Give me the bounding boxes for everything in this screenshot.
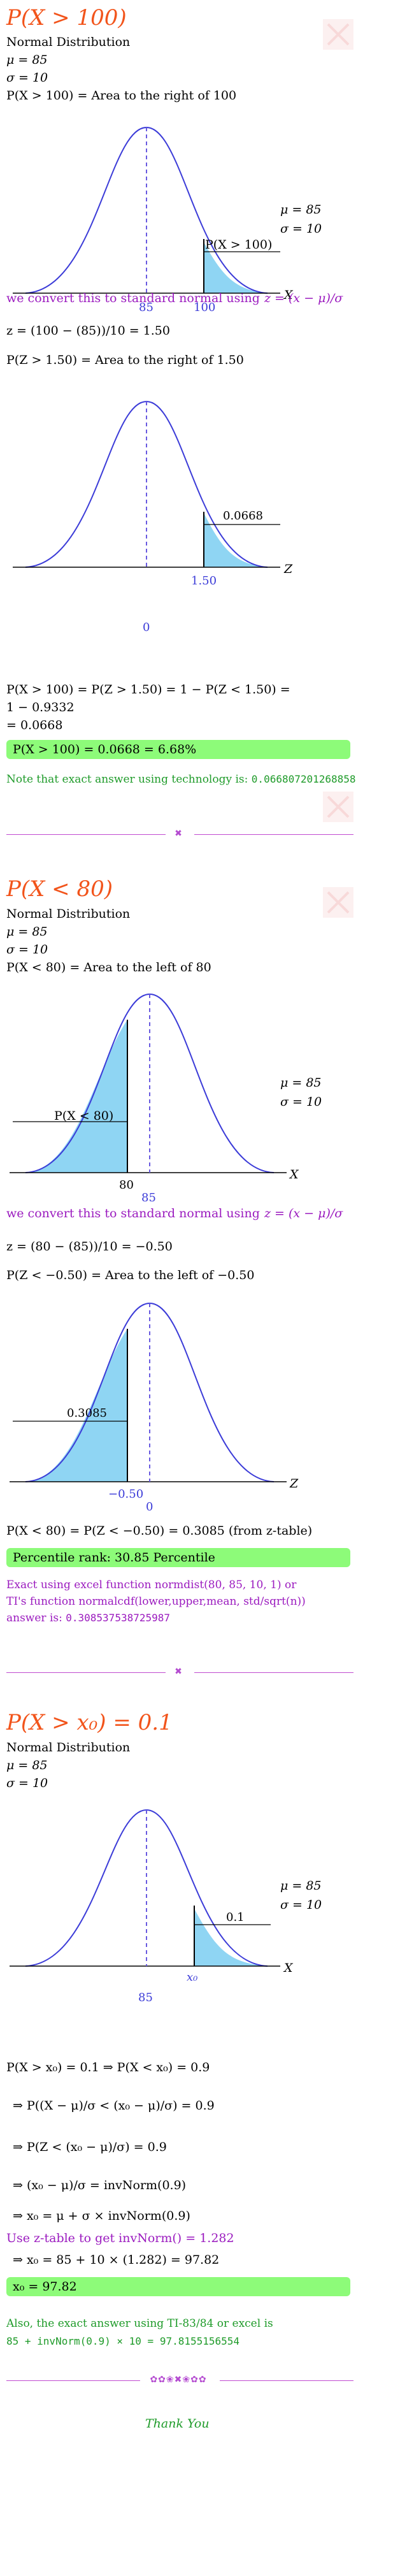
axis-label: Z bbox=[283, 562, 293, 576]
fig-mu: μ = 85 bbox=[280, 1879, 322, 1893]
excel-note-prefix: answer is: bbox=[6, 1612, 62, 1624]
z-computation: z = (100 − (85))/10 = 1.50 bbox=[6, 324, 170, 338]
dist-label: Normal Distribution bbox=[6, 35, 131, 49]
area-label: 0.1 bbox=[226, 1911, 245, 1924]
z-computation: z = (80 − (85))/10 = −0.50 bbox=[6, 1240, 173, 1254]
area-label: P(X < 80) bbox=[54, 1109, 113, 1123]
excel-note-line3: answer is: 0.308537538725987 bbox=[6, 1610, 170, 1626]
tick-mean: 85 bbox=[138, 1991, 153, 2004]
divider-right bbox=[194, 834, 353, 835]
fig-sigma: σ = 10 bbox=[280, 222, 322, 236]
mu-label: μ = 85 bbox=[6, 53, 48, 67]
tick-x0: x₀ bbox=[187, 1971, 197, 1984]
fig-sigma: σ = 10 bbox=[280, 1898, 322, 1912]
standard-normal-figure-2: 0.3085 −0.50 0 Z bbox=[10, 1302, 299, 1514]
calc-line-1: P(X > 100) = P(Z > 1.50) = 1 − P(Z < 1.5… bbox=[6, 683, 290, 697]
tick-mean: 85 bbox=[141, 1191, 156, 1205]
also-line-2: 85 + invNorm(0.9) × 10 = 97.8155156554 bbox=[6, 2335, 240, 2347]
normal-curve-figure-3: 0.1 μ = 85 σ = 10 85 x₀ X bbox=[10, 1809, 322, 2004]
axis-label: Z bbox=[289, 1477, 299, 1491]
axis-label: X bbox=[283, 1961, 294, 1975]
watermark-logo bbox=[323, 792, 353, 822]
tech-note-value: 0.066807201268858 bbox=[251, 773, 356, 785]
excel-note-line1: Exact using excel function normdist(80, … bbox=[6, 1579, 297, 1591]
calc-line-1: P(X < 80) = P(Z < −0.50) = 0.3085 (from … bbox=[6, 1524, 313, 1538]
area-label: P(X > 100) bbox=[205, 238, 272, 252]
z-formula: z = (x − μ)/σ bbox=[264, 291, 343, 305]
thank-you: Thank You bbox=[145, 2417, 210, 2431]
z-formula: z = (x − μ)/σ bbox=[264, 1206, 343, 1220]
ornament-icon: ✿✿❀✖❀✿✿ bbox=[150, 2375, 207, 2385]
excel-note-line2: TI's function normalcdf(lower,upper,mean… bbox=[6, 1595, 306, 1608]
fig-mu: μ = 85 bbox=[280, 1076, 322, 1090]
step-3: ⇒ P(Z < (x₀ − μ)/σ) = 0.9 bbox=[13, 2140, 167, 2154]
divider-left bbox=[6, 2380, 140, 2381]
section3-title: P(X > x₀) = 0.1 bbox=[6, 1710, 173, 1735]
calc-line-3: = 0.0668 bbox=[6, 718, 63, 732]
step-2: ⇒ P((X − μ)/σ < (x₀ − μ)/σ) = 0.9 bbox=[13, 2099, 215, 2113]
dist-label: Normal Distribution bbox=[6, 907, 131, 921]
tick-value: −0.50 bbox=[108, 1487, 143, 1501]
tick-value: 100 bbox=[194, 301, 215, 314]
sigma-label: σ = 10 bbox=[6, 1776, 48, 1790]
shaded-area bbox=[25, 1329, 127, 1482]
divider-left bbox=[6, 834, 166, 835]
convert-text: we convert this to standard normal using bbox=[6, 1206, 260, 1220]
step-7: ⇒ x₀ = 85 + 10 × (1.282) = 97.82 bbox=[13, 2253, 220, 2267]
area-label: 0.0668 bbox=[223, 509, 263, 523]
tick-mean: 85 bbox=[139, 301, 154, 314]
excel-note-value: 0.308537538725987 bbox=[66, 1612, 171, 1624]
divider-right bbox=[220, 2380, 353, 2381]
tech-note: Note that exact answer using technology … bbox=[6, 771, 356, 788]
watermark-logo bbox=[323, 887, 353, 918]
result-highlight: P(X > 100) = 0.0668 = 6.68% bbox=[6, 740, 350, 759]
shaded-area bbox=[204, 242, 268, 293]
shaded-area bbox=[25, 1020, 127, 1173]
divider-right bbox=[194, 1672, 353, 1673]
section1-title: P(X > 100) bbox=[6, 5, 127, 31]
section2-title: P(X < 80) bbox=[6, 876, 113, 902]
tech-note-text: Note that exact answer using technology … bbox=[6, 773, 248, 786]
ornament-icon: ✖ bbox=[175, 829, 182, 839]
step-5: ⇒ x₀ = μ + σ × invNorm(0.9) bbox=[13, 2209, 190, 2223]
step-1: P(X > x₀) = 0.1 ⇒ P(X < x₀) = 0.9 bbox=[6, 2060, 210, 2074]
convert-text: we convert this to standard normal using bbox=[6, 291, 260, 305]
shaded-area bbox=[194, 1909, 268, 1966]
tick-zero: 0 bbox=[143, 621, 150, 634]
mu-label: μ = 85 bbox=[6, 1758, 48, 1772]
normal-curve-figure-1: P(X > 100) μ = 85 σ = 10 85 100 X bbox=[13, 126, 322, 314]
fig-sigma: σ = 10 bbox=[280, 1095, 322, 1109]
normal-curve bbox=[25, 1302, 275, 1482]
calc-line-2: 1 − 0.9332 bbox=[6, 700, 75, 714]
area-statement: P(X > 100) = Area to the right of 100 bbox=[6, 89, 237, 103]
dist-label: Normal Distribution bbox=[6, 1740, 131, 1755]
area-label: 0.3085 bbox=[67, 1407, 107, 1420]
result-highlight: Percentile rank: 30.85 Percentile bbox=[6, 1548, 350, 1567]
mu-label: μ = 85 bbox=[6, 925, 48, 939]
divider-left bbox=[6, 1672, 166, 1673]
tick-zero: 0 bbox=[146, 1500, 153, 1514]
tick-value: 1.50 bbox=[191, 574, 217, 588]
axis-label: X bbox=[289, 1168, 299, 1182]
fig-mu: μ = 85 bbox=[280, 203, 322, 217]
ornament-icon: ✖ bbox=[175, 1667, 182, 1677]
step-6-ztable: Use z-table to get invNorm() = 1.282 bbox=[6, 2231, 234, 2245]
normal-curve bbox=[25, 993, 275, 1173]
step-4: ⇒ (x₀ − μ)/σ = invNorm(0.9) bbox=[13, 2178, 187, 2192]
pz-statement: P(Z > 1.50) = Area to the right of 1.50 bbox=[6, 353, 244, 367]
result-highlight: x₀ = 97.82 bbox=[6, 2277, 350, 2296]
pz-statement: P(Z < −0.50) = Area to the left of −0.50 bbox=[6, 1268, 255, 1282]
axis-label: X bbox=[283, 288, 294, 302]
shaded-area bbox=[204, 513, 268, 567]
area-statement: P(X < 80) = Area to the left of 80 bbox=[6, 960, 211, 974]
also-line-1: Also, the exact answer using TI-83/84 or… bbox=[6, 2317, 273, 2330]
sigma-label: σ = 10 bbox=[6, 943, 48, 957]
sigma-label: σ = 10 bbox=[6, 71, 48, 85]
normal-curve-figure-2: P(X < 80) μ = 85 σ = 10 80 85 X bbox=[10, 993, 322, 1205]
tick-value: 80 bbox=[119, 1178, 134, 1192]
watermark-logo bbox=[323, 19, 353, 50]
standard-normal-figure-1: 0.0668 0 1.50 Z bbox=[13, 400, 293, 634]
